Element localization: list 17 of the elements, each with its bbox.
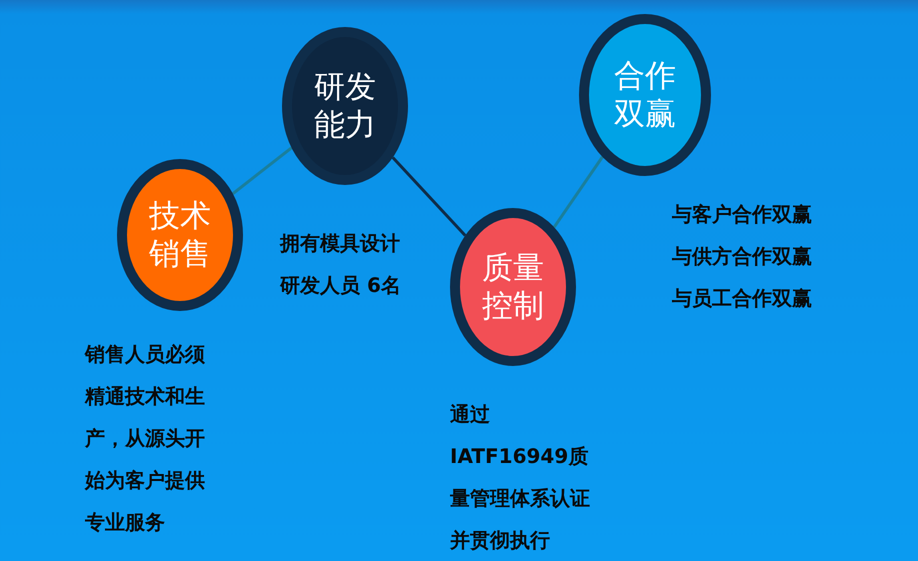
- node-title: 质量控制: [481, 249, 545, 325]
- circle-node: [117, 159, 243, 311]
- description-text: 销售人员必须精通技术和生产，从源头开始为客户提供专业服务: [85, 341, 206, 536]
- circle-node: [450, 208, 576, 366]
- description-text: 与员工合作双赢: [672, 285, 813, 312]
- description-text: 通过IATF16949质量管理体系认证并贯彻执行: [450, 401, 591, 554]
- description-text: 拥有模具设计研发人员 6名: [280, 230, 402, 299]
- connector-line: [552, 156, 604, 228]
- circle-node: [579, 14, 711, 176]
- circle-node: [282, 27, 408, 185]
- connector-line: [392, 156, 466, 237]
- node-title: 研发能力: [313, 68, 377, 144]
- node-title: 合作双赢: [613, 57, 677, 133]
- description-text: 与供方合作双赢: [672, 243, 813, 270]
- node-title: 技术销售: [148, 197, 212, 273]
- description-text: 与客户合作双赢: [672, 201, 813, 228]
- connector-line: [232, 146, 292, 195]
